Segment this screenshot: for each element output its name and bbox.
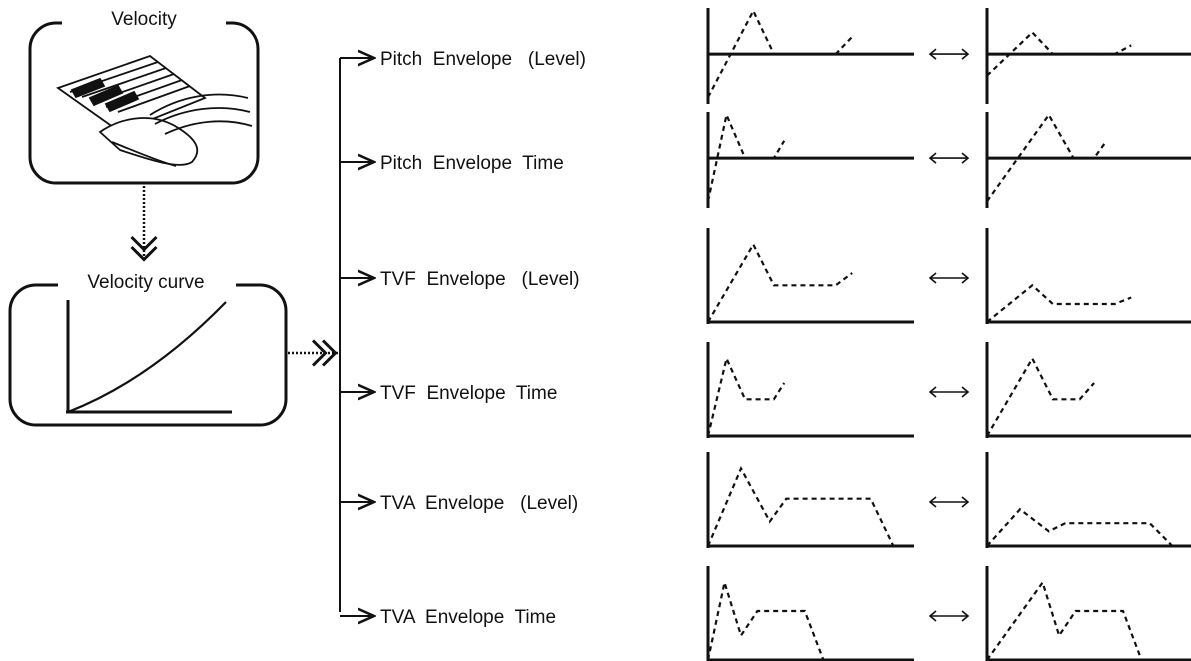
double-arrow-icon bbox=[928, 272, 970, 284]
velocity-curve-box bbox=[8, 272, 288, 427]
envelope-graph-before bbox=[706, 111, 914, 208]
envelope-dashed-line bbox=[707, 8, 853, 98]
envelope-dashed-line bbox=[706, 578, 825, 661]
double-arrow-icon bbox=[928, 48, 970, 60]
destination-label: TVA Envelope Time bbox=[380, 607, 556, 628]
envelope-dashed-line bbox=[986, 283, 1132, 323]
destination-row: Pitch Envelope (Level) bbox=[340, 8, 1191, 104]
envelope-graph-before bbox=[706, 342, 914, 438]
destination-row: TVA Envelope Time bbox=[340, 566, 1191, 661]
envelope-dashed-line bbox=[706, 111, 786, 202]
double-arrow-icon bbox=[928, 496, 970, 508]
destination-label: Pitch Envelope (Level) bbox=[380, 49, 586, 70]
envelope-dashed-line bbox=[986, 112, 1108, 202]
velocity-source-box bbox=[28, 12, 260, 185]
envelope-graph-before bbox=[706, 566, 914, 661]
destination-row: Pitch Envelope Time bbox=[340, 111, 1191, 208]
destination-row: TVF Envelope Time bbox=[340, 342, 1191, 438]
envelope-graph-before bbox=[706, 228, 914, 324]
destination-label: TVF Envelope Time bbox=[380, 383, 557, 404]
envelope-graph-after bbox=[985, 566, 1191, 661]
envelope-graph-after bbox=[985, 342, 1191, 438]
destination-row: TVA Envelope (Level) bbox=[340, 452, 1191, 548]
velocity-title: Velocity bbox=[111, 9, 177, 30]
destination-label: TVA Envelope (Level) bbox=[380, 493, 578, 514]
envelope-graph-after bbox=[985, 452, 1191, 548]
double-arrow-icon bbox=[928, 386, 970, 398]
envelope-dashed-line bbox=[707, 242, 853, 323]
velocity-curve-title: Velocity curve bbox=[87, 272, 204, 293]
velocity-curve-line bbox=[67, 301, 227, 414]
double-arrow-icon bbox=[928, 610, 970, 622]
destination-label: TVF Envelope (Level) bbox=[380, 269, 580, 290]
envelope-dashed-line bbox=[986, 30, 1132, 77]
envelope-graph-after bbox=[985, 112, 1191, 208]
envelope-graph-after bbox=[985, 228, 1191, 324]
envelope-dashed-line bbox=[706, 465, 895, 547]
double-arrow-icon bbox=[928, 152, 970, 164]
destination-row: TVF Envelope (Level) bbox=[340, 228, 1191, 324]
keyboard-hand-icon bbox=[56, 54, 253, 167]
destination-label: Pitch Envelope Time bbox=[380, 153, 564, 174]
envelope-dashed-line bbox=[986, 356, 1095, 437]
envelope-graph-after bbox=[985, 8, 1191, 104]
envelope-graph-before bbox=[706, 452, 914, 548]
envelope-dashed-line bbox=[706, 355, 786, 437]
envelope-graph-before bbox=[706, 8, 914, 104]
envelope-dashed-line bbox=[986, 580, 1143, 661]
envelope-dashed-line bbox=[986, 507, 1174, 547]
